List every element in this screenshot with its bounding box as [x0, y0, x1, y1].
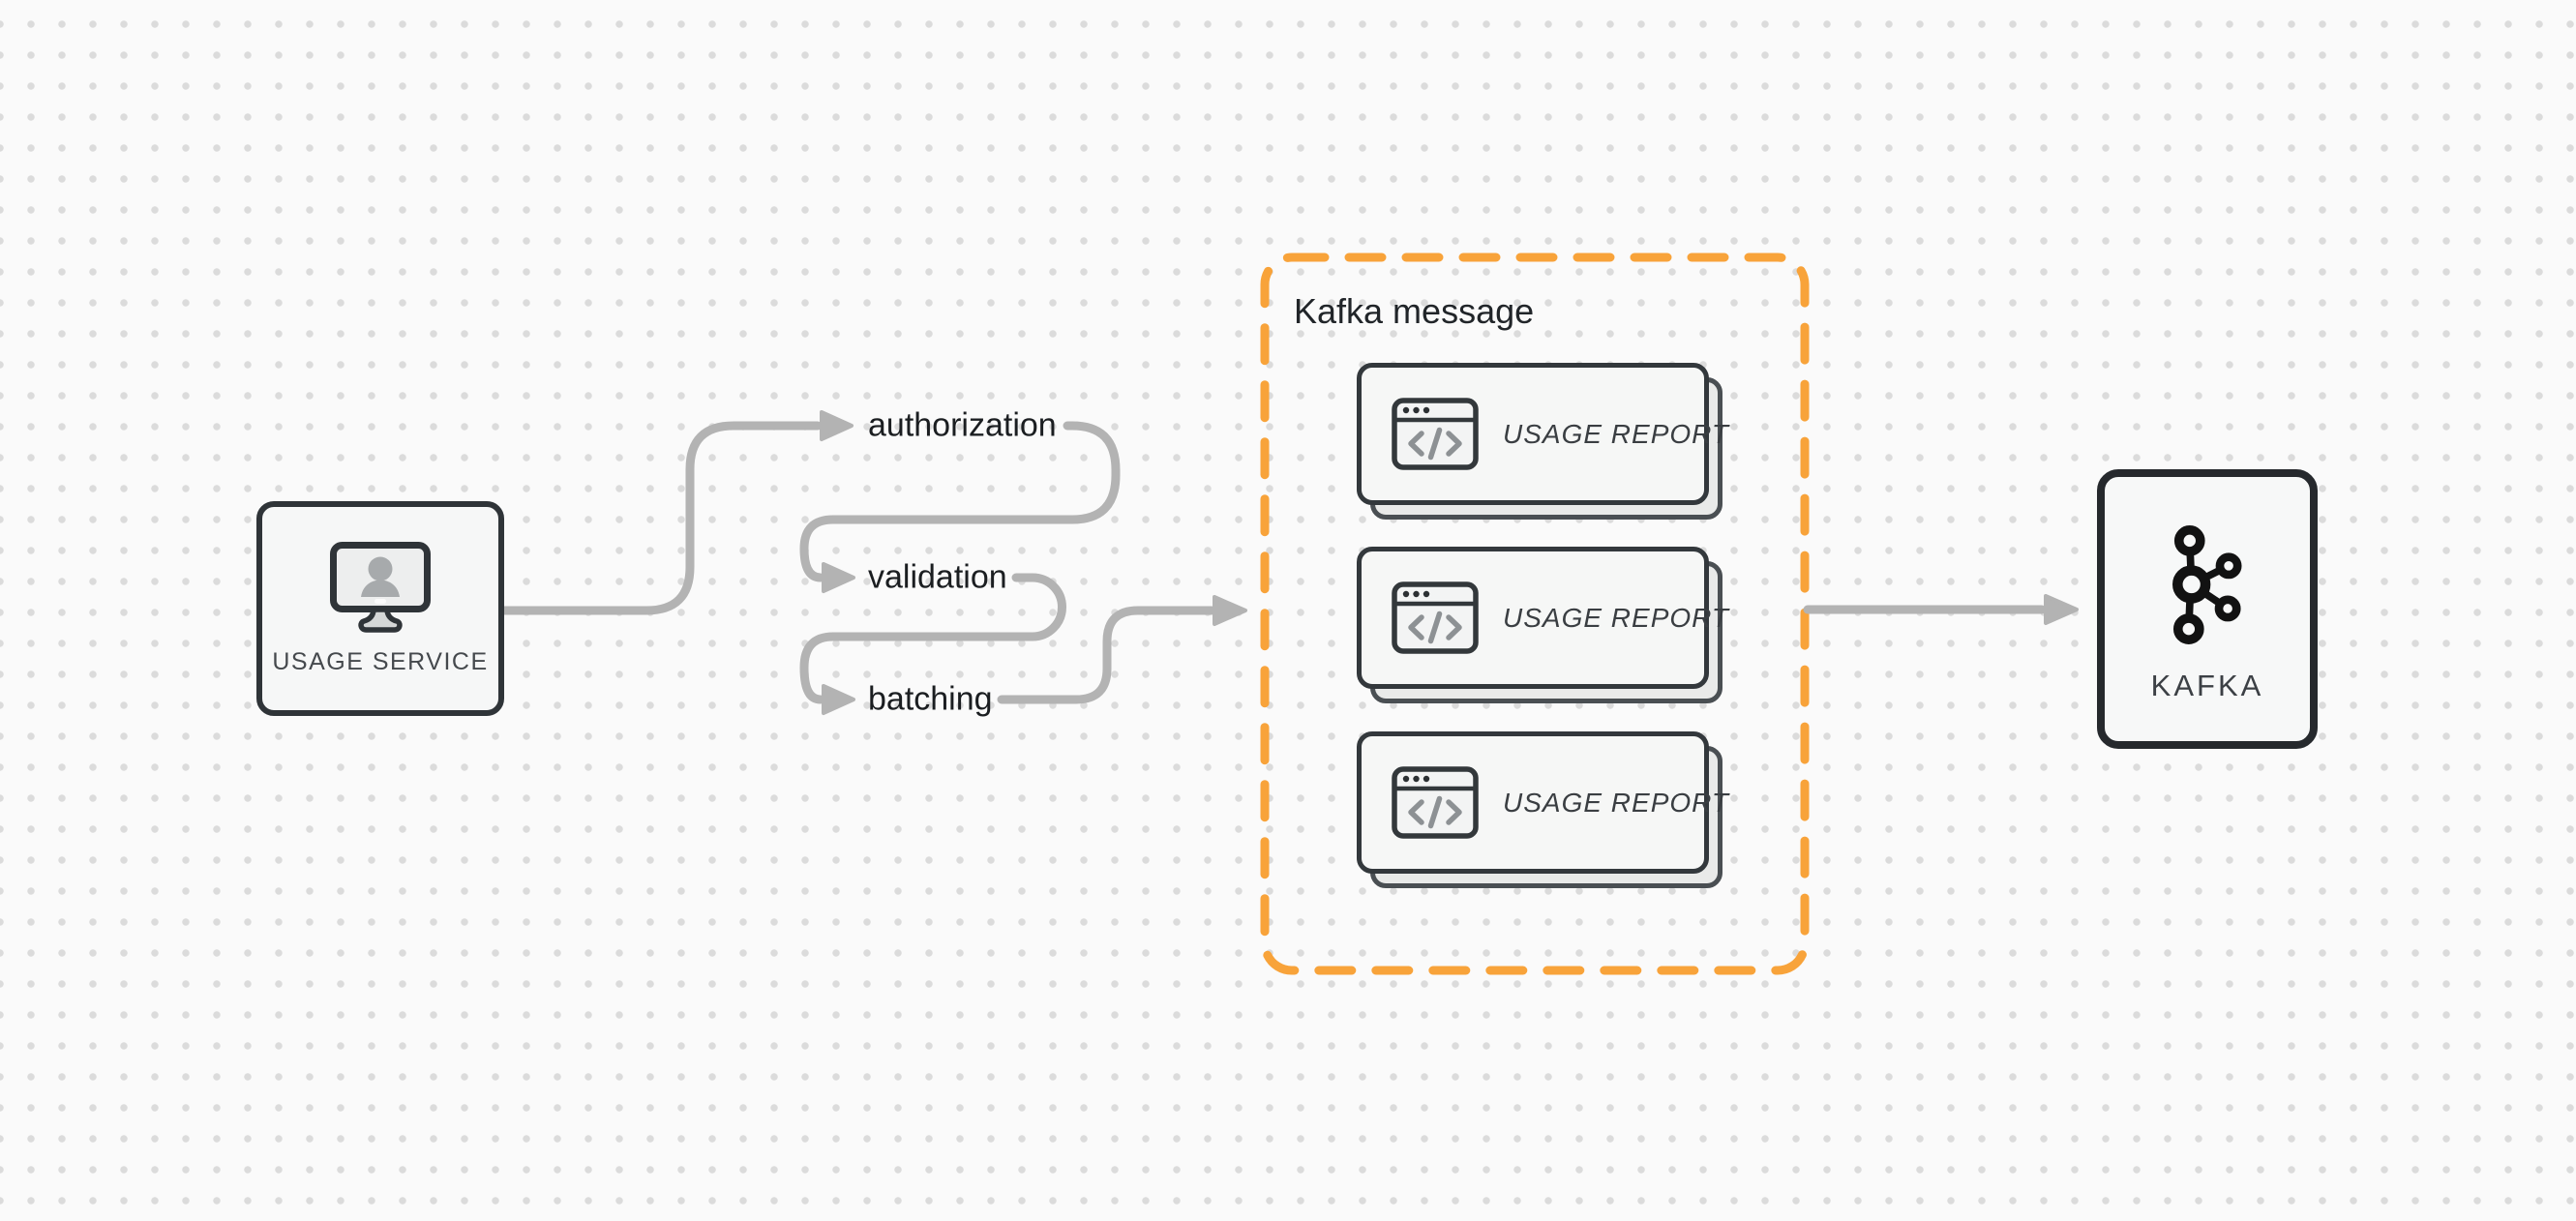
code-window-icon: [1392, 398, 1479, 470]
arrowhead-kafka-message: [1213, 595, 1247, 626]
arrowhead-validation: [822, 562, 855, 593]
kafka-logo-icon: [2172, 525, 2242, 644]
arrowhead-kafka: [2044, 594, 2079, 625]
card-face: USAGE REPORT: [1357, 731, 1728, 874]
usage-report-label: USAGE REPORT: [1503, 787, 1729, 818]
kafka-node: KAFKA: [2097, 469, 2318, 749]
code-window-icon: [1392, 581, 1479, 654]
step-label-validation: validation: [868, 558, 1007, 596]
kafka-message-group-border: [1260, 253, 1810, 975]
code-window-icon: [1392, 766, 1479, 839]
kafka-label: KAFKA: [2150, 669, 2264, 702]
monitor-user-icon: [330, 541, 431, 633]
flow-authorization-to-validation: [799, 421, 1121, 582]
step-label-authorization: authorization: [868, 406, 1057, 444]
flow-validation-to-batching: [799, 573, 1066, 704]
step-label-batching: batching: [868, 680, 993, 718]
usage-report-card: USAGE REPORT: [1357, 363, 1728, 520]
flow-usage-to-authorization: [499, 421, 823, 615]
usage-service-label: USAGE SERVICE: [272, 647, 489, 675]
card-face: USAGE REPORT: [1357, 547, 1728, 689]
usage-report-card: USAGE REPORT: [1357, 731, 1728, 888]
usage-report-card: USAGE REPORT: [1357, 547, 1728, 703]
usage-report-label: USAGE REPORT: [1503, 418, 1729, 449]
arrowhead-batching: [822, 684, 855, 715]
kafka-message-group-title: Kafka message: [1294, 291, 1535, 331]
usage-service-node: USAGE SERVICE: [256, 501, 504, 716]
usage-report-label: USAGE REPORT: [1503, 602, 1729, 633]
card-face: USAGE REPORT: [1357, 363, 1728, 505]
arrowhead-authorization: [820, 410, 854, 441]
flow-batching-to-kafka-message: [997, 606, 1216, 704]
